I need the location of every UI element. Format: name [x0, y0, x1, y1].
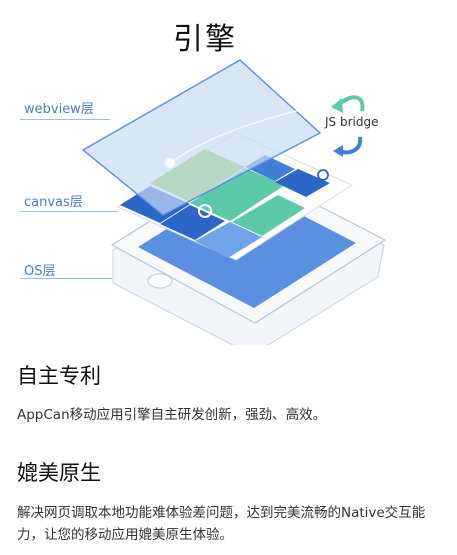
section-text-native: 解决网页调取本地功能难体验差问题，达到完美流畅的Native交互能力，让您的移动…: [17, 505, 426, 543]
engine-diagram: webview层 canvas层 OS层 JS bridge: [0, 55, 457, 345]
js-bridge-label: JS bridge: [325, 115, 379, 129]
section-title-native: 媲美原生: [17, 461, 101, 485]
canvas-layer-label: canvas层: [24, 195, 83, 210]
webview-leader-line: [20, 119, 110, 120]
canvas-leader-line: [20, 211, 118, 212]
home-button: [147, 273, 173, 289]
page-title: 引擎: [173, 22, 237, 57]
webview-layer-plane: [81, 59, 322, 216]
webview-layer-label: webview层: [24, 102, 94, 117]
os-layer-label: OS层: [24, 264, 56, 279]
section-title-patent: 自主专利: [17, 364, 101, 388]
os-leader-line: [20, 278, 112, 279]
section-text-patent: AppCan移动应用引擎自主研发创新，强劲、高效。: [17, 407, 327, 423]
js-bridge-arrows: [331, 95, 365, 157]
